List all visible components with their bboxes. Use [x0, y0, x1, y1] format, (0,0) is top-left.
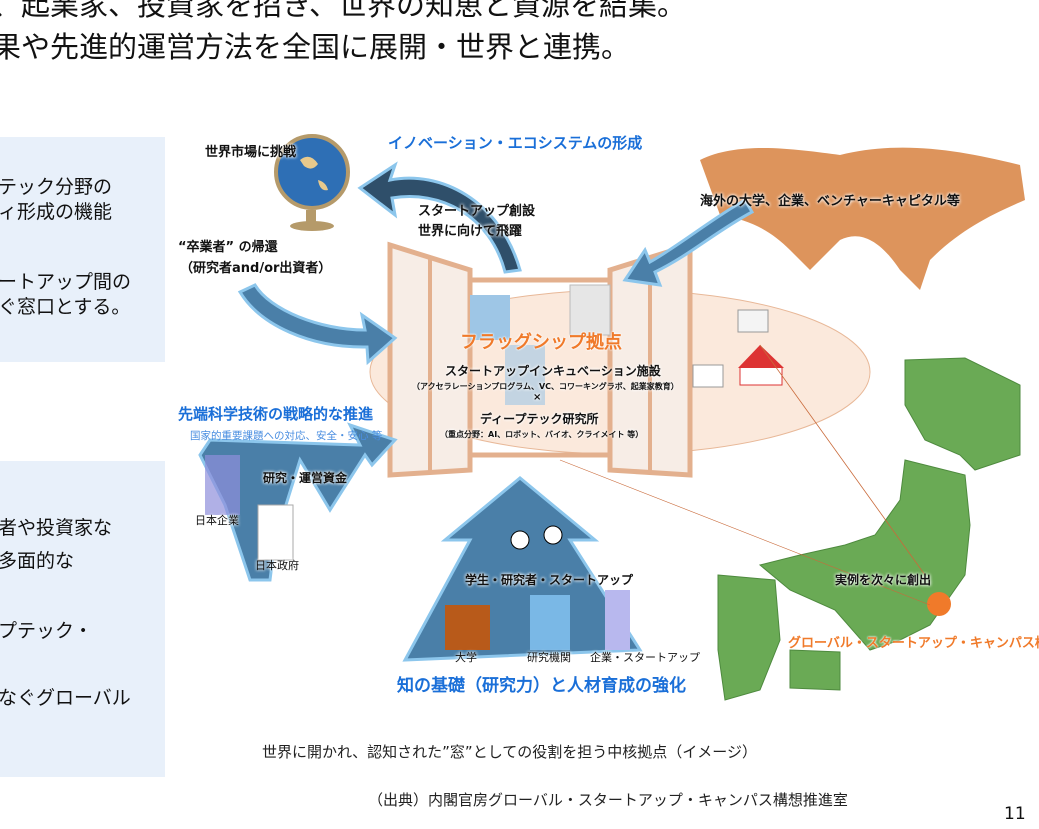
page-number: 11	[1004, 804, 1026, 824]
building-icon	[569, 284, 611, 336]
label-deeptech-sub: （重点分野：AI、ロボット、バイオ、クライメイト 等）	[440, 430, 644, 439]
panel-text: ぐ窓口とする。	[0, 296, 131, 318]
panel-text: ィ形成の機能	[0, 201, 113, 223]
panel-text: ートアップ間の	[0, 271, 132, 293]
figure-caption: 世界に開かれ、認知された”窓”としての役割を担う中核拠点（イメージ）	[262, 743, 757, 761]
building-icon	[505, 345, 545, 405]
student-icon	[510, 530, 530, 550]
arrow-strategic	[198, 422, 398, 582]
panel-text: 多面的な	[0, 550, 75, 572]
flagship-title: フラッグシップ拠点	[460, 332, 622, 353]
headline-line-1: 、起業家、投資家を招き、世界の知恵と資源を結集。	[0, 0, 686, 22]
label-times: ×	[533, 392, 542, 403]
arrow-graduates-return	[237, 283, 398, 366]
label-companies: 企業・スタートアップ	[590, 651, 700, 664]
foundation-title: 知の基礎（研究力）と人材育成の強化	[397, 676, 686, 696]
label-startup-launch: スタートアップ創設	[418, 204, 536, 219]
label-incubation: スタートアップインキュベーション施設	[445, 364, 661, 378]
campus-location-icon	[927, 592, 951, 616]
label-incubation-sub: （アクセラレーションプログラム、VC、コワーキングラボ、起業家教育）	[412, 382, 679, 391]
label-world-challenge: 世界市場に挑戦	[205, 145, 297, 160]
strategic-subtitle: 国家的重要課題への対応、安全・安心 等	[190, 430, 383, 442]
arrow-from-overseas	[622, 197, 755, 287]
researcher-icon	[543, 525, 563, 545]
source-note: （出典）内閣官房グローバル・スタートアップ・キャンパス構想推進室	[368, 791, 848, 809]
japan-map	[717, 357, 1021, 701]
label-students: 学生・研究者・スタートアップ	[465, 573, 634, 587]
label-research-inst: 研究機関	[527, 651, 571, 664]
building-icon	[257, 504, 294, 561]
world-map	[700, 147, 1025, 290]
ecosystem-title: イノベーション・エコシステムの形成	[388, 134, 643, 152]
globe-icon	[274, 134, 350, 231]
school-icon	[737, 309, 769, 333]
left-panel-bottom: 者や投資家な 多面的な プテック・ なぐグローバル	[0, 461, 165, 777]
label-funding: 研究・運営資金	[263, 471, 348, 485]
strategic-title: 先端科学技術の戦略的な推進	[178, 405, 374, 423]
arrow-foundation	[402, 476, 643, 662]
headline-line-2: 果や先進的運営方法を全国に展開・世界と連携。	[0, 30, 631, 64]
label-startup-launch-2: 世界に向けて飛躍	[418, 224, 523, 239]
panel-text: 者や投資家な	[0, 517, 113, 539]
research-building-icon	[530, 595, 570, 650]
label-jp-government: 日本政府	[255, 559, 299, 572]
campus-concept-label: グローバル・スタートアップ・キャンパス構想	[788, 636, 1039, 651]
building-icon	[205, 455, 240, 515]
label-graduates-sub: （研究者and/or出資者）	[180, 261, 332, 276]
label-deeptech: ディープテック研究所	[480, 412, 599, 426]
building-icon	[470, 295, 510, 340]
panel-text: テック分野の	[0, 176, 113, 198]
label-jp-company: 日本企業	[195, 514, 239, 527]
left-panel-top: テック分野の ィ形成の機能 ートアップ間の ぐ窓口とする。	[0, 137, 165, 362]
label-university: 大学	[455, 651, 477, 664]
panel-text: なぐグローバル	[0, 687, 131, 709]
hospital-icon	[692, 364, 724, 388]
label-overseas: 海外の大学、企業、ベンチャーキャピタル等	[700, 194, 960, 209]
label-examples: 実例を次々に創出	[835, 573, 932, 587]
label-graduates: “卒業者” の帰還	[178, 240, 278, 255]
panel-text: プテック・	[0, 620, 93, 642]
window-frame	[387, 241, 693, 478]
arrow-to-world	[357, 161, 522, 274]
university-icon	[445, 605, 490, 650]
company-building-icon	[605, 590, 630, 650]
